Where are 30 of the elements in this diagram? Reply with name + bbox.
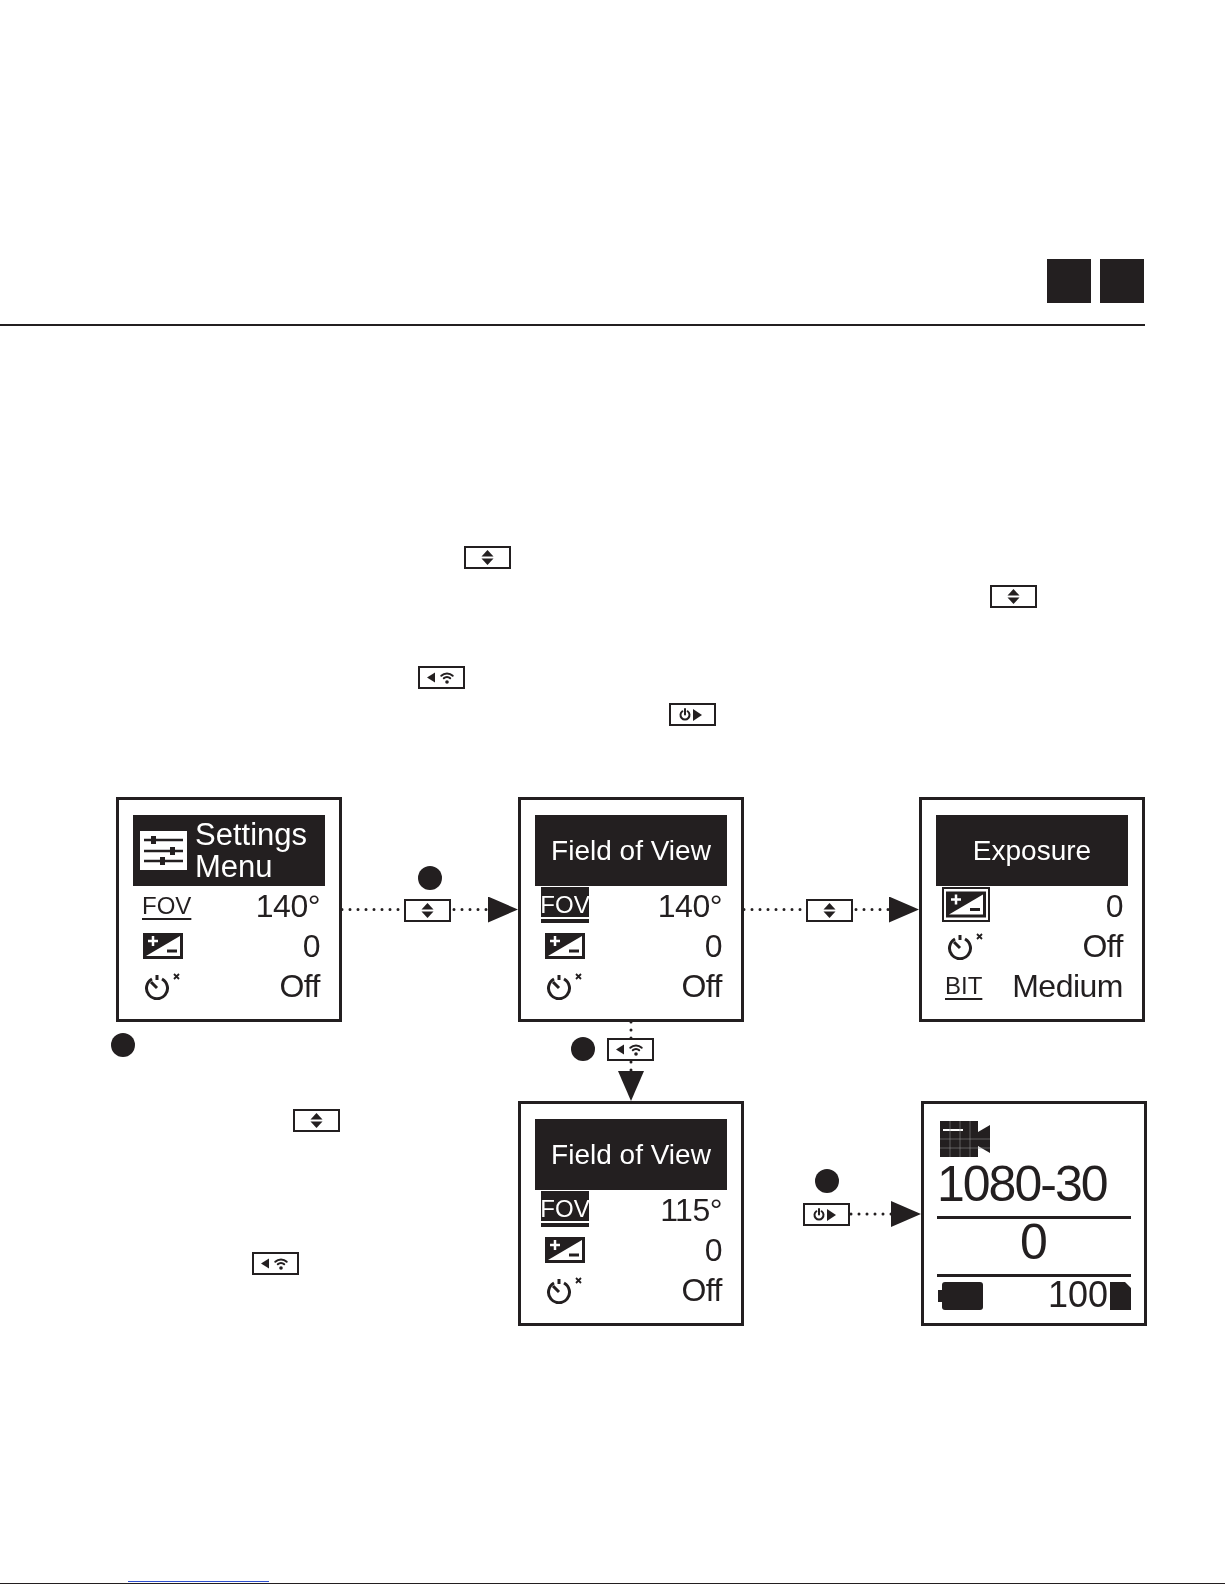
setting-label: BIT [945, 971, 983, 1001]
setting-value: 115° [660, 1194, 722, 1226]
selected-setting-label: FOV [541, 887, 589, 923]
setting-value: 0 [302, 930, 320, 962]
setting-value: Off [681, 1274, 722, 1306]
setting-value: 140° [657, 890, 722, 922]
setting-value: 0 [704, 930, 722, 962]
capacity-readout: 100 [1047, 1280, 1108, 1310]
setting-value: 0 [1105, 890, 1123, 922]
count-readout: 0 [1020, 1222, 1048, 1262]
dotted-arrow [618, 1020, 644, 1103]
setting-value: Off [279, 970, 320, 1002]
screen-title: Field of View [551, 1139, 711, 1170]
setting-value: Medium [1012, 970, 1123, 1002]
resolution-readout: 1080-30 [937, 1164, 1107, 1204]
camera-screen [116, 797, 342, 1022]
selected-setting-label: FOV [541, 1191, 589, 1227]
screen-title: Exposure [972, 835, 1092, 866]
setting-value: 140° [255, 890, 320, 922]
camera-screen [921, 1101, 1147, 1326]
setting-value: Off [1082, 930, 1123, 962]
camera-screen [919, 797, 1145, 1022]
setting-label: FOV [142, 891, 192, 921]
camera-screen [518, 1101, 744, 1326]
screen-title: Settings Menu [195, 818, 308, 883]
camera-screen [518, 797, 744, 1022]
setting-value: Off [681, 970, 722, 1002]
screen-title: Field of View [551, 835, 711, 866]
dotted-arrow [849, 1201, 923, 1227]
setting-value: 0 [704, 1234, 722, 1266]
